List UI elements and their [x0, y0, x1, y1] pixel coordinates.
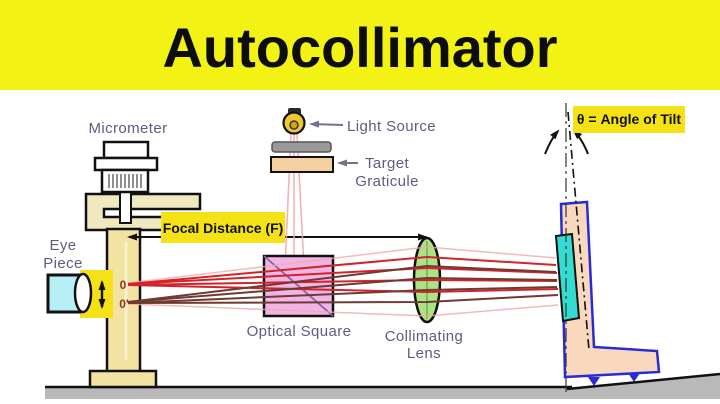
angle-of-tilt-box — [573, 106, 685, 133]
column-base — [88, 369, 158, 389]
mirror — [554, 232, 581, 323]
workpiece-foot-left — [588, 377, 600, 386]
dark-ray-bundle — [127, 264, 559, 304]
target-graticule-bar — [270, 156, 334, 173]
target-graticule-label-line2: Graticule — [355, 173, 419, 190]
ground-ramp — [567, 374, 720, 399]
image-point-label: 0 — [120, 278, 127, 292]
light-source-arrow — [309, 120, 344, 128]
bulb-filament — [289, 120, 299, 130]
condenser-bar — [271, 141, 332, 153]
outer-pink-rays — [127, 246, 559, 317]
ray-bundles — [127, 246, 559, 317]
micrometer-stem — [119, 189, 132, 224]
target-graticule-label-line1: Target — [365, 155, 410, 172]
page-title: Autocollimator — [162, 16, 557, 79]
micrometer-knurling — [108, 174, 142, 188]
tilt-angle-arrow-left — [544, 129, 560, 155]
workpiece-axis-line — [567, 111, 590, 351]
light-source-label: Light Source — [347, 118, 436, 135]
micrometer-flange — [93, 156, 159, 172]
eyepiece-label-line2: Piece — [43, 255, 83, 272]
micrometer-cap — [102, 140, 150, 160]
ground-ramp-edge — [566, 372, 720, 391]
tilt-angle-arrow-right — [572, 129, 589, 155]
tilted-workpiece — [544, 103, 661, 396]
ground-left — [45, 387, 572, 399]
ground — [45, 372, 720, 399]
collimating-lens-label-line1: Collimating — [385, 328, 464, 345]
optical-square-diagonal — [263, 255, 334, 317]
autocollimator-stand: x — [46, 140, 202, 389]
shifted-image-point-label: 0' — [119, 297, 129, 311]
micrometer-label: Micrometer — [88, 120, 167, 137]
eyepiece-label-line1: Eye — [49, 237, 76, 254]
illumination-unit — [270, 108, 334, 269]
source-rays — [284, 132, 305, 269]
title-banner — [0, 0, 720, 90]
focal-distance-box — [161, 212, 285, 243]
workpiece-foot-right — [628, 373, 640, 382]
angle-of-tilt-label: θ = Angle of Tilt — [577, 111, 681, 127]
optical-square-label: Optical Square — [247, 323, 352, 340]
eyepiece-lens — [73, 272, 93, 314]
collimating-lens-label-line2: Lens — [407, 345, 441, 362]
focal-distance-label: Focal Distance (F) — [163, 220, 284, 236]
red-ray-bundle — [127, 255, 559, 294]
workpiece-body — [559, 200, 661, 379]
